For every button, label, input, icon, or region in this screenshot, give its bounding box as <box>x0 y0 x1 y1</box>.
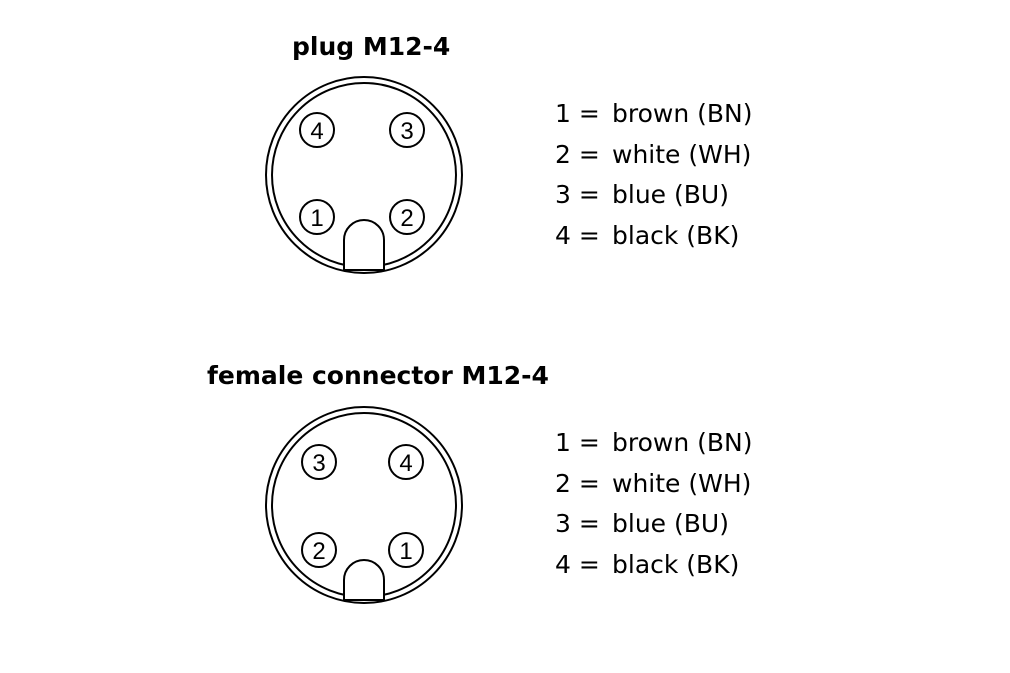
plug-coding-key <box>343 219 385 271</box>
legend-pin: 3 = <box>555 509 600 538</box>
female-connector-face: 3 4 2 1 <box>265 406 463 604</box>
legend-pin: 4 = <box>555 220 600 250</box>
plug-connector-face: 4 3 1 2 <box>265 76 463 274</box>
legend-pin: 2 = <box>555 468 600 498</box>
pin-label: 3 <box>400 118 413 145</box>
pin-bottom-left: 1 <box>299 199 335 235</box>
legend-pin: 1 = <box>555 428 600 457</box>
pin-label: 1 <box>399 538 412 565</box>
pin-label: 2 <box>312 538 325 565</box>
pin-bottom-right: 2 <box>389 199 425 235</box>
legend-pin: 3 = <box>555 180 600 209</box>
legend-row: 2 = white (WH) <box>555 135 753 176</box>
legend-row: 1 = brown (BN) <box>555 94 753 135</box>
legend-color: white (WH) <box>612 468 752 498</box>
pin-top-right: 4 <box>388 444 424 480</box>
pin-bottom-right: 1 <box>388 532 424 568</box>
legend-row: 4 = black (BK) <box>555 545 753 586</box>
female-coding-key <box>343 559 385 601</box>
legend-row: 3 = blue (BU) <box>555 175 753 216</box>
plug-wire-legend: 1 = brown (BN) 2 = white (WH) 3 = blue (BU)… <box>555 94 753 256</box>
legend-color: white (WH) <box>612 139 752 169</box>
legend-color: blue (BU) <box>612 180 729 209</box>
female-connector-title: female connector M12-4 <box>207 361 549 390</box>
pin-bottom-left: 2 <box>301 532 337 568</box>
female-wire-legend: 1 = brown (BN) 2 = white (WH) 3 = blue (BU)… <box>555 423 753 585</box>
pin-top-left: 4 <box>299 112 335 148</box>
legend-pin: 2 = <box>555 139 600 169</box>
legend-row: 3 = blue (BU) <box>555 504 753 545</box>
legend-pin: 1 = <box>555 99 600 128</box>
legend-row: 4 = black (BK) <box>555 216 753 257</box>
pin-label: 4 <box>310 118 323 145</box>
legend-color: brown (BN) <box>612 99 753 128</box>
pin-label: 4 <box>399 450 412 477</box>
legend-row: 1 = brown (BN) <box>555 423 753 464</box>
legend-color: black (BK) <box>612 549 740 579</box>
legend-color: blue (BU) <box>612 509 729 538</box>
pin-top-left: 3 <box>301 444 337 480</box>
plug-title: plug M12-4 <box>292 32 451 61</box>
legend-color: black (BK) <box>612 220 740 250</box>
legend-pin: 4 = <box>555 549 600 579</box>
pin-label: 3 <box>312 450 325 477</box>
pin-top-right: 3 <box>389 112 425 148</box>
legend-color: brown (BN) <box>612 428 753 457</box>
pin-label: 1 <box>310 205 323 232</box>
legend-row: 2 = white (WH) <box>555 464 753 505</box>
pin-label: 2 <box>400 205 413 232</box>
